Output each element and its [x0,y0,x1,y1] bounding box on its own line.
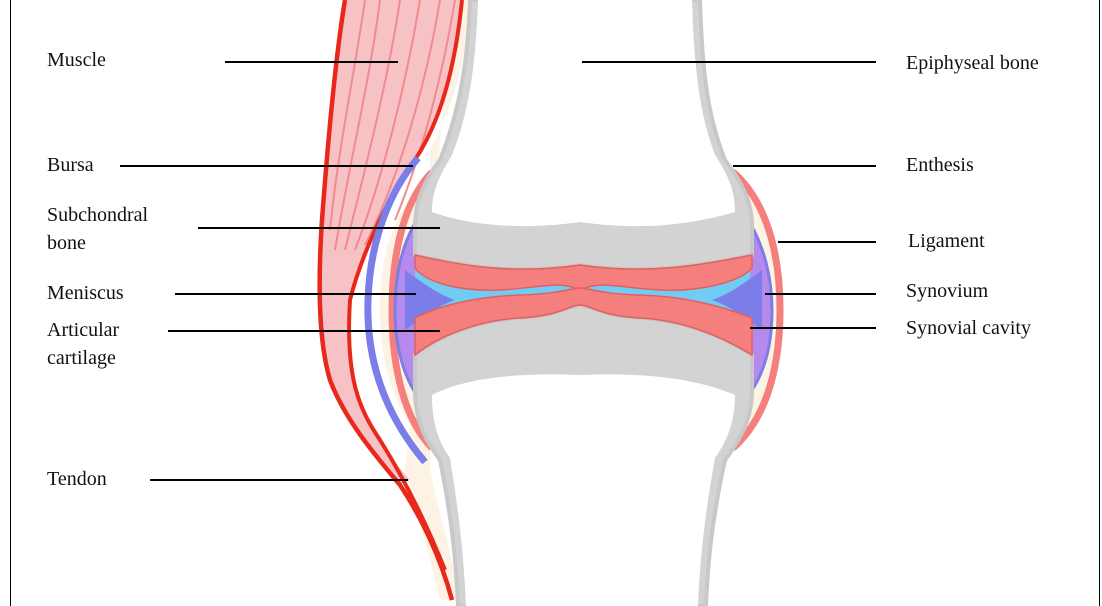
label-meniscus: Meniscus [47,281,124,306]
label-epiphyseal-bone: Epiphyseal bone [906,51,1039,76]
label-enthesis: Enthesis [906,153,974,178]
label-subchondral-line1: Subchondral [47,203,148,228]
upper-bone-marrow [432,0,735,226]
label-articular-line2: cartilage [47,346,116,371]
label-muscle: Muscle [47,48,106,73]
label-articular-line1: Articular [47,318,119,343]
label-subchondral-line2: bone [47,231,86,256]
label-synovial-cavity: Synovial cavity [906,316,1031,341]
label-ligament: Ligament [908,229,985,254]
label-tendon: Tendon [47,467,107,492]
label-synovium: Synovium [906,279,988,304]
lower-bone-marrow [432,374,735,606]
label-bursa: Bursa [47,153,94,178]
